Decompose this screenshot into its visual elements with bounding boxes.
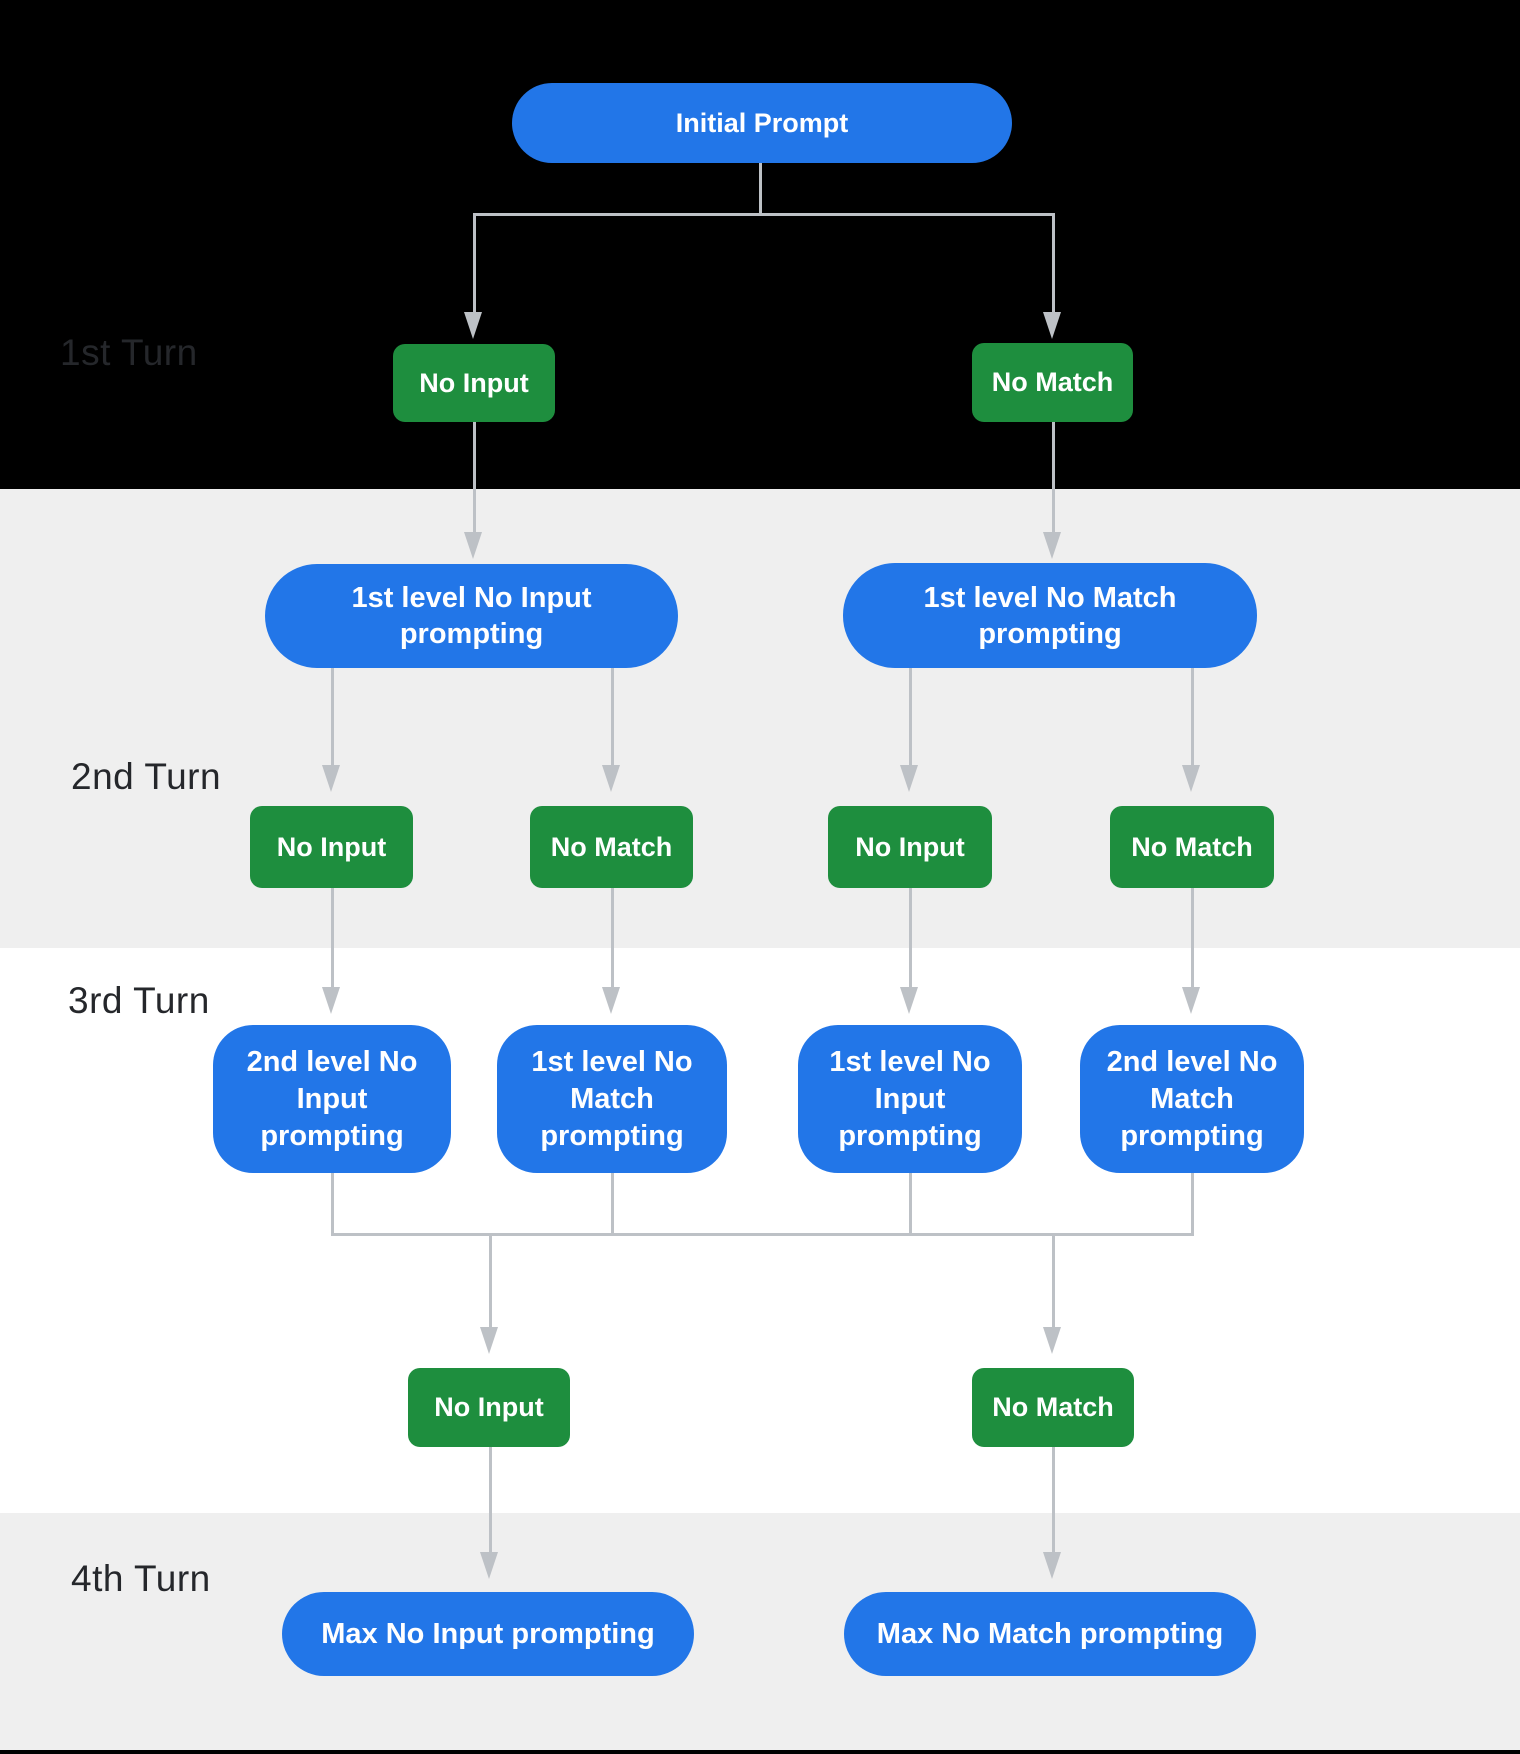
node-turn2-no-input-left: No Input	[250, 806, 413, 888]
connector-line	[1052, 1233, 1055, 1327]
connector-line	[909, 888, 912, 987]
arrow-down-head	[322, 765, 340, 792]
node-max-no-input-prompting: Max No Input prompting	[282, 1592, 694, 1676]
node-level2-no-match-prompting: 2nd level No Match prompting	[1080, 1025, 1304, 1173]
arrow-down-head	[602, 765, 620, 792]
arrow-down-head	[1182, 765, 1200, 792]
arrow-down-head	[322, 987, 340, 1014]
node-turn1-no-match: No Match	[972, 343, 1133, 422]
connector-line	[1052, 1447, 1055, 1552]
connector-line	[909, 668, 912, 765]
connector-line	[1191, 668, 1194, 765]
node-turn3-no-input: No Input	[408, 1368, 570, 1447]
node-level1-no-match-prompting-b: 1st level No Match prompting	[497, 1025, 727, 1173]
arrow-down-head	[464, 312, 482, 339]
node-max-no-match-prompting: Max No Match prompting	[844, 1592, 1256, 1676]
connector-line	[1191, 888, 1194, 987]
connector-line	[909, 1173, 912, 1233]
turn-label-3: 3rd Turn	[68, 980, 210, 1021]
arrow-down-head	[1182, 987, 1200, 1014]
turn-label-4: 4th Turn	[71, 1558, 211, 1599]
node-level1-no-match-prompting: 1st level No Match prompting	[843, 563, 1257, 668]
arrow-down-head	[480, 1552, 498, 1579]
node-level2-no-input-prompting: 2nd level No Input prompting	[213, 1025, 451, 1173]
connector-line	[1052, 213, 1055, 312]
band-turn4-gray	[0, 1513, 1520, 1750]
node-turn2-no-match-left: No Match	[530, 806, 693, 888]
connector-line	[473, 422, 476, 532]
connector-line	[1052, 422, 1055, 532]
connector-line	[331, 1233, 1194, 1236]
turn-label-2: 2nd Turn	[71, 756, 222, 797]
node-turn2-no-input-right: No Input	[828, 806, 992, 888]
node-turn1-no-input: No Input	[393, 344, 555, 422]
arrow-down-head	[900, 987, 918, 1014]
node-level1-no-input-prompting: 1st level No Input prompting	[265, 564, 678, 668]
connector-line	[1191, 1173, 1194, 1233]
connector-line	[489, 1233, 492, 1327]
connector-line	[331, 1173, 334, 1233]
connector-line	[331, 888, 334, 987]
connector-line	[473, 213, 476, 312]
connector-line	[611, 888, 614, 987]
node-level1-no-input-prompting-b: 1st level No Input prompting	[798, 1025, 1022, 1173]
arrow-down-head	[464, 532, 482, 559]
arrow-down-head	[480, 1327, 498, 1354]
connector-line	[759, 163, 762, 213]
band-bottom-black	[0, 1750, 1520, 1754]
connector-line	[489, 1447, 492, 1552]
arrow-down-head	[1043, 1327, 1061, 1354]
band-turn2-gray	[0, 489, 1520, 948]
arrow-down-head	[900, 765, 918, 792]
node-turn3-no-match: No Match	[972, 1368, 1134, 1447]
node-initial-prompt: Initial Prompt	[512, 83, 1012, 163]
node-turn2-no-match-right: No Match	[1110, 806, 1274, 888]
band-turn1-black	[0, 0, 1520, 489]
connector-line	[611, 668, 614, 765]
arrow-down-head	[602, 987, 620, 1014]
arrow-down-head	[1043, 1552, 1061, 1579]
turn-label-1: 1st Turn	[60, 332, 198, 373]
connector-line	[474, 213, 1055, 216]
connector-line	[611, 1173, 614, 1233]
connector-line	[331, 668, 334, 765]
arrow-down-head	[1043, 532, 1061, 559]
arrow-down-head	[1043, 312, 1061, 339]
